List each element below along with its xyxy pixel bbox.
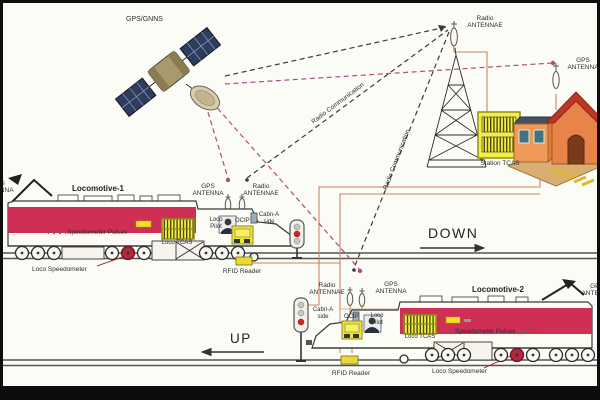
tower-antenna-label: Radio ANTENNAE	[467, 15, 503, 30]
frame-border-right	[597, 0, 600, 400]
loco2-speedometer-label: Loco Speedometer	[432, 368, 487, 375]
satellite-label: GPS/GNNS	[126, 16, 163, 23]
loco1-pilot-label: Loco Pilot	[209, 217, 223, 230]
down-arrow	[420, 243, 486, 253]
loco1-cabin-label: Cabn-A side	[258, 212, 280, 225]
radio-tower	[426, 47, 487, 168]
up-arrow	[200, 347, 264, 357]
loco2-gps-label: GPS ANTENNA	[375, 281, 407, 296]
loco1-tcas-label: Loco TCAS	[161, 240, 193, 246]
loco1-rfid-tag	[235, 256, 253, 266]
frame-border-bottom	[0, 386, 600, 400]
station-building	[507, 91, 600, 187]
locomotive-1-name: Locomotive-1	[72, 184, 125, 193]
loco1-radio-label: Radio ANTENNAE	[243, 183, 279, 198]
loco2-rfid-tag	[340, 355, 359, 365]
loco1-pulses-label: Speedometer Pulses	[67, 229, 128, 236]
gps-links	[202, 62, 554, 271]
loco2-ocip-label: OCIP	[344, 314, 359, 320]
loco2-pulses-label: Speedometer Pulses	[455, 328, 516, 335]
loco1-speedometer-label: Loco Speedometer	[32, 266, 87, 273]
frame-border-top	[0, 0, 600, 3]
loco2-pilot-label: Loco Pilot	[370, 313, 384, 326]
loco2-gps-antenna-icon	[358, 288, 366, 307]
gps-link-dots	[225, 60, 556, 274]
loco1-left-gps-label: GPS ANTENNA	[0, 180, 14, 195]
station-gps-label: GPS ANTENNA	[567, 57, 599, 72]
loco1-gps-label: GPS ANTENNA	[192, 183, 224, 198]
loco2-pulse-waveform	[519, 328, 539, 334]
signal-down-line	[293, 297, 309, 362]
loco1-rfid-label: RFID Reader	[222, 268, 262, 275]
loco2-radio-label: Radio ANTENNAE	[309, 282, 345, 297]
locomotive-1	[7, 174, 301, 262]
locomotive-2-name: Locomotive-2	[472, 285, 525, 294]
signal-up-line	[289, 219, 305, 259]
down-direction-label: DOWN	[428, 225, 479, 241]
loco2-tcas-label: Loco TCAS	[404, 334, 436, 340]
station-tcas-label: Station TCAS	[480, 160, 520, 167]
station-gps-antenna-icon	[552, 63, 560, 89]
loco2-radio-antenna-icon	[346, 287, 354, 306]
satellite-icon	[114, 26, 222, 118]
loco2-cabin-label: Cabn-A side	[312, 307, 334, 320]
radio-links	[224, 26, 450, 269]
loco1-ocip-label: OCIP	[235, 218, 250, 224]
loco2-rfid-label: RFID Reader	[331, 370, 371, 377]
radio-link-dots	[245, 25, 446, 272]
up-direction-label: UP	[230, 331, 252, 346]
loco2-right-gps-label: GPS ANTENNA	[581, 283, 600, 298]
loco1-pulse-waveform	[47, 229, 67, 235]
locomotive-2	[306, 279, 596, 364]
tower-radio-antenna-icon	[450, 21, 458, 47]
frame-border-left	[0, 0, 3, 400]
station-tcas-box	[477, 111, 521, 159]
